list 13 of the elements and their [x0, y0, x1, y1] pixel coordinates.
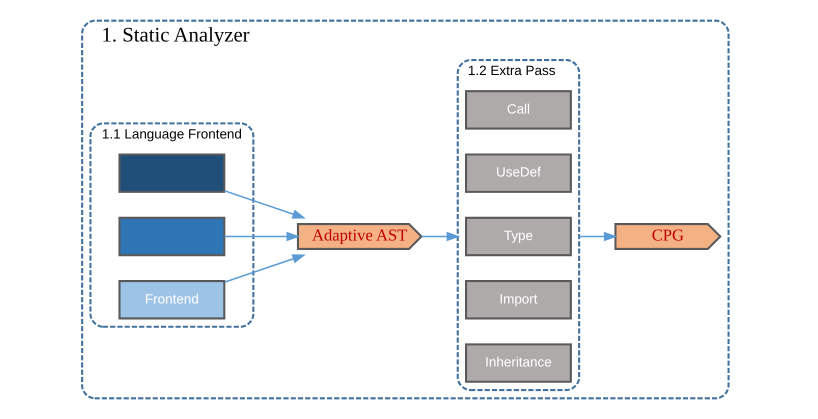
arrow: [224, 232, 300, 242]
node-box: Inheritance: [464, 343, 572, 383]
arrow: [224, 254, 306, 283]
arrow: [578, 232, 617, 242]
node-box: Frontend: [118, 280, 225, 320]
node-box: [118, 153, 225, 193]
node-box: Call: [464, 90, 572, 130]
node-box: Type: [464, 216, 572, 256]
arrow: [421, 232, 460, 242]
arrow: [224, 190, 306, 219]
node-box: UseDef: [464, 153, 572, 193]
node-box: [118, 216, 225, 256]
node-box: Import: [464, 280, 572, 320]
